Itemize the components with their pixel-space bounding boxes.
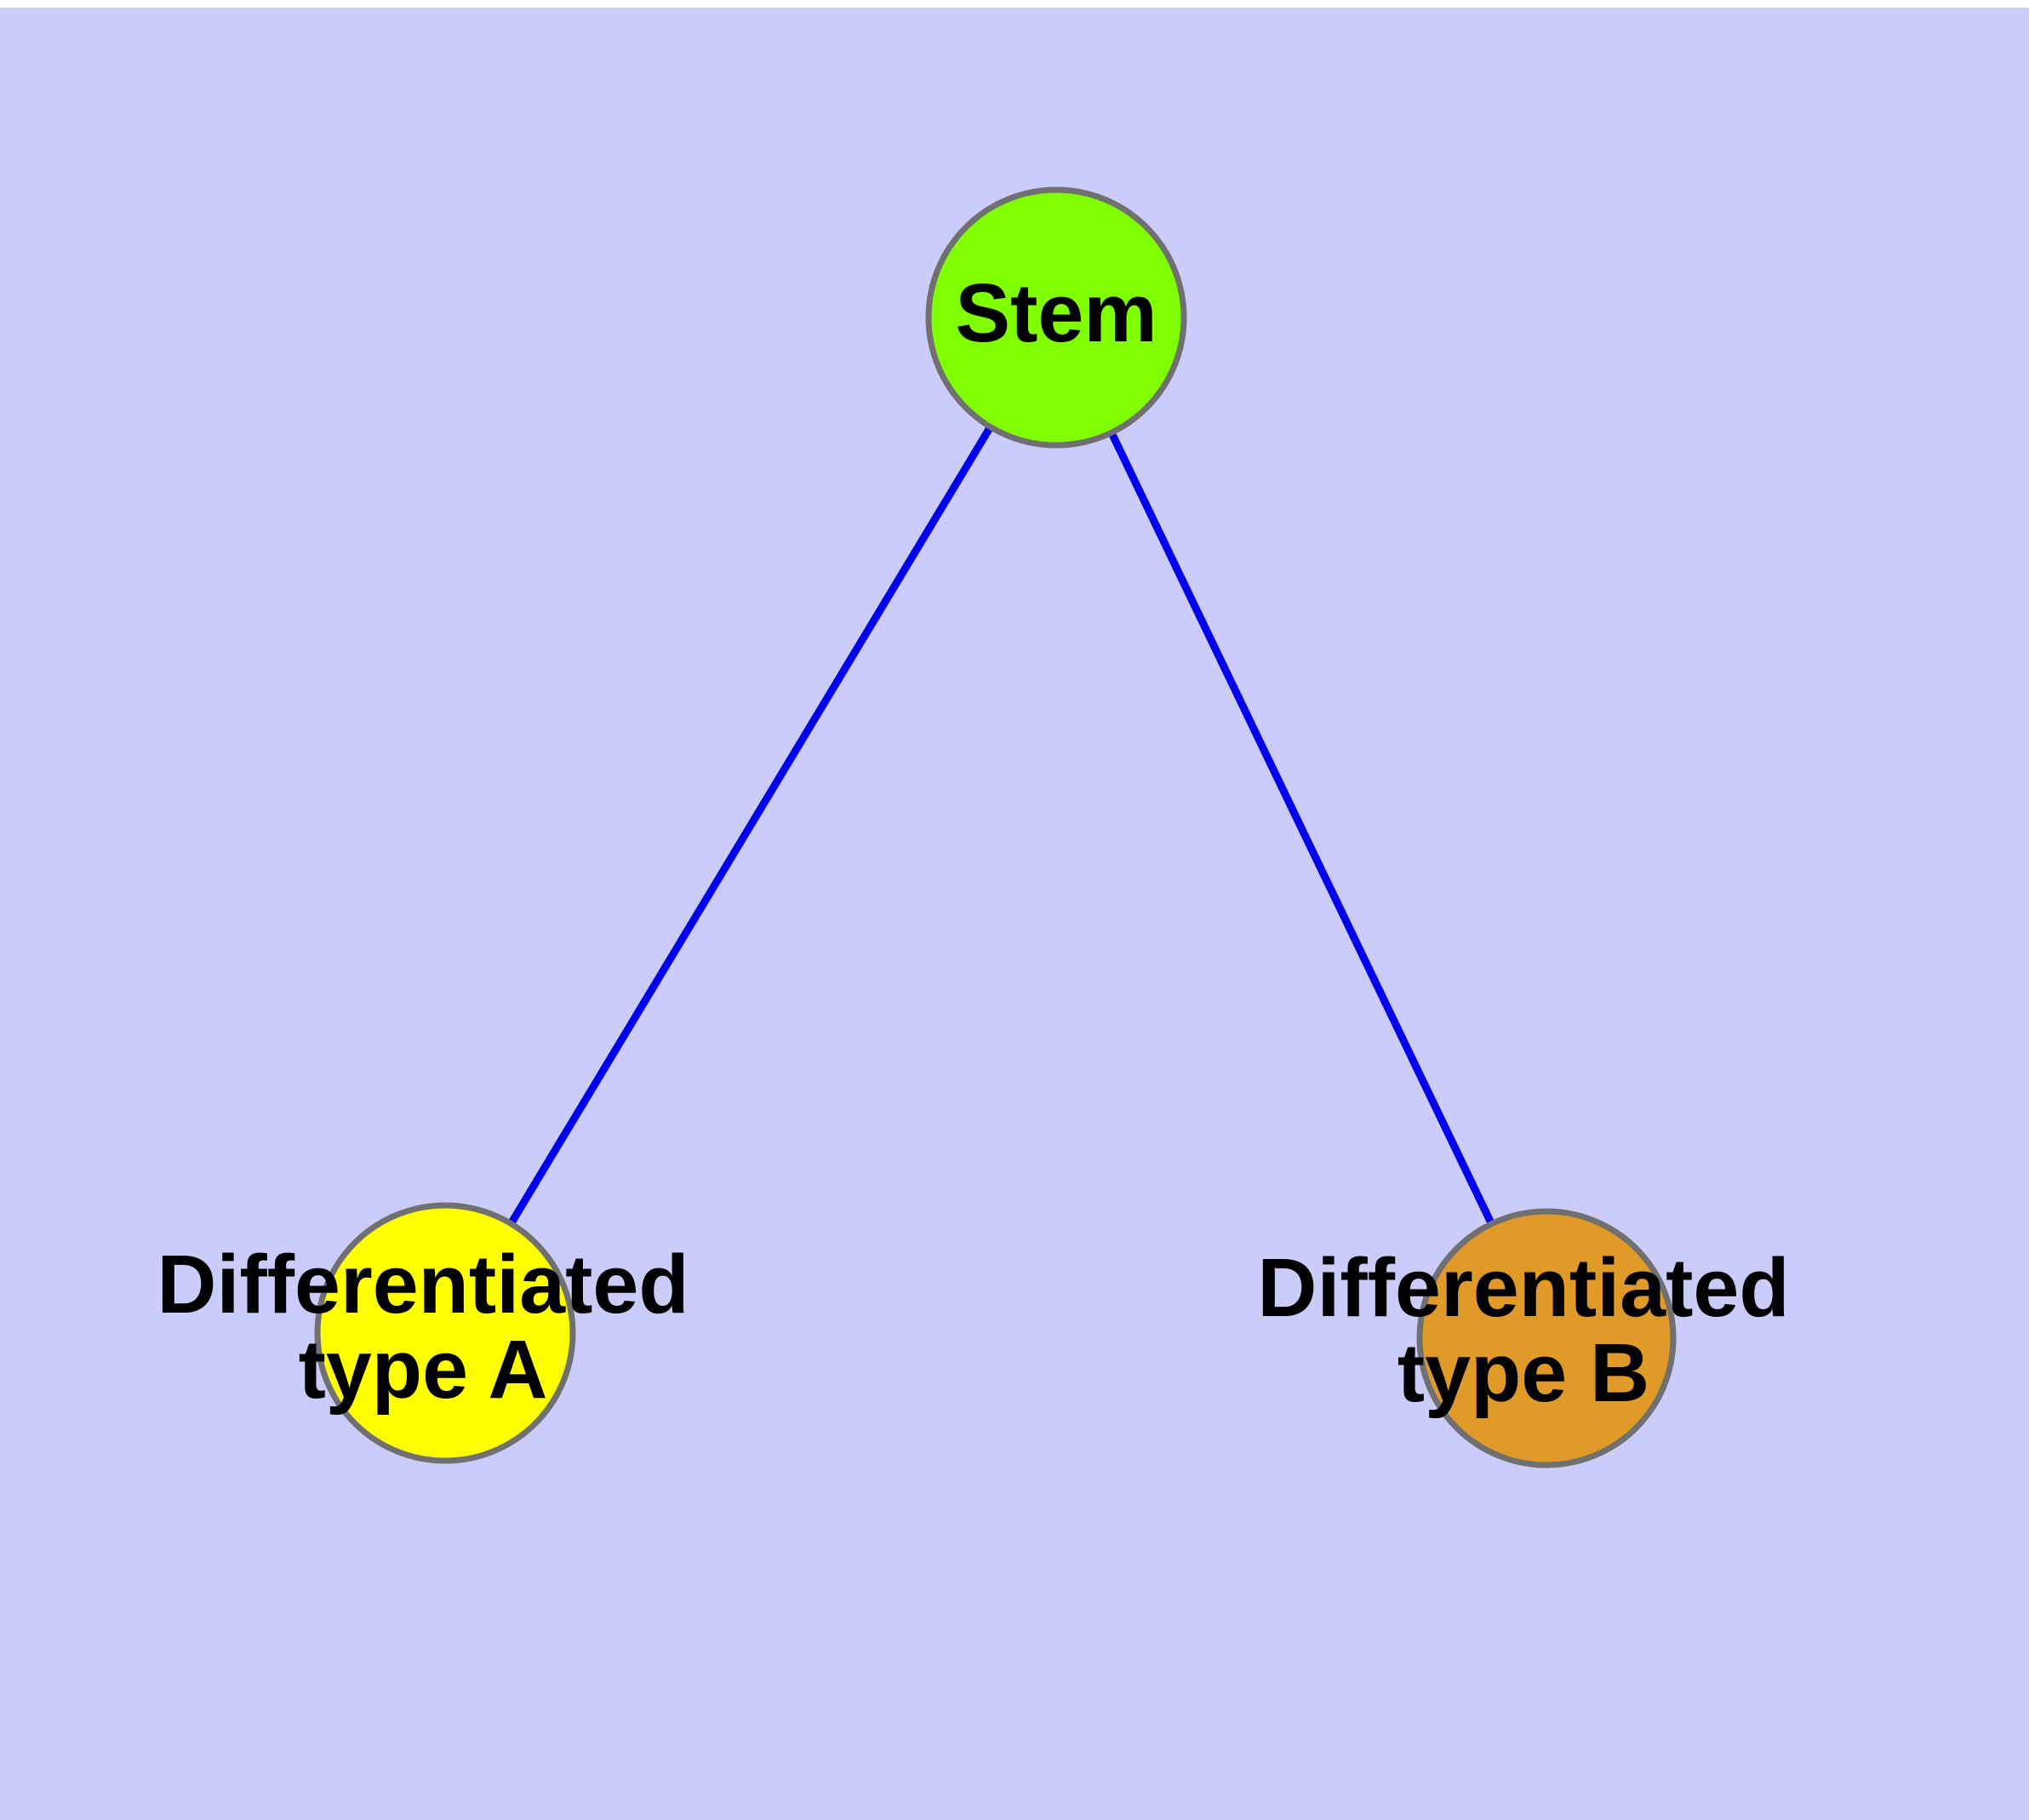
node-label-line: type A xyxy=(299,1323,548,1416)
graph-node-stem[interactable] xyxy=(925,186,1187,449)
nodes-layer xyxy=(314,186,1677,1468)
graph-edge-stem-to-a[interactable] xyxy=(506,421,996,1229)
node-label-line: type B xyxy=(1397,1326,1649,1419)
graph-node-diff_a[interactable] xyxy=(314,1202,576,1464)
top-white-strip xyxy=(0,0,2029,8)
graph-node-diff_b[interactable] xyxy=(1416,1208,1677,1468)
node-label-line: Differentiated xyxy=(1257,1241,1789,1334)
graph-edge-stem-to-b[interactable] xyxy=(1106,427,1497,1229)
node-label-stem: Stem xyxy=(955,266,1157,359)
node-label-line: Stem xyxy=(955,266,1157,359)
node-label-line: Differentiated xyxy=(157,1238,689,1331)
edges-layer xyxy=(506,421,1497,1229)
